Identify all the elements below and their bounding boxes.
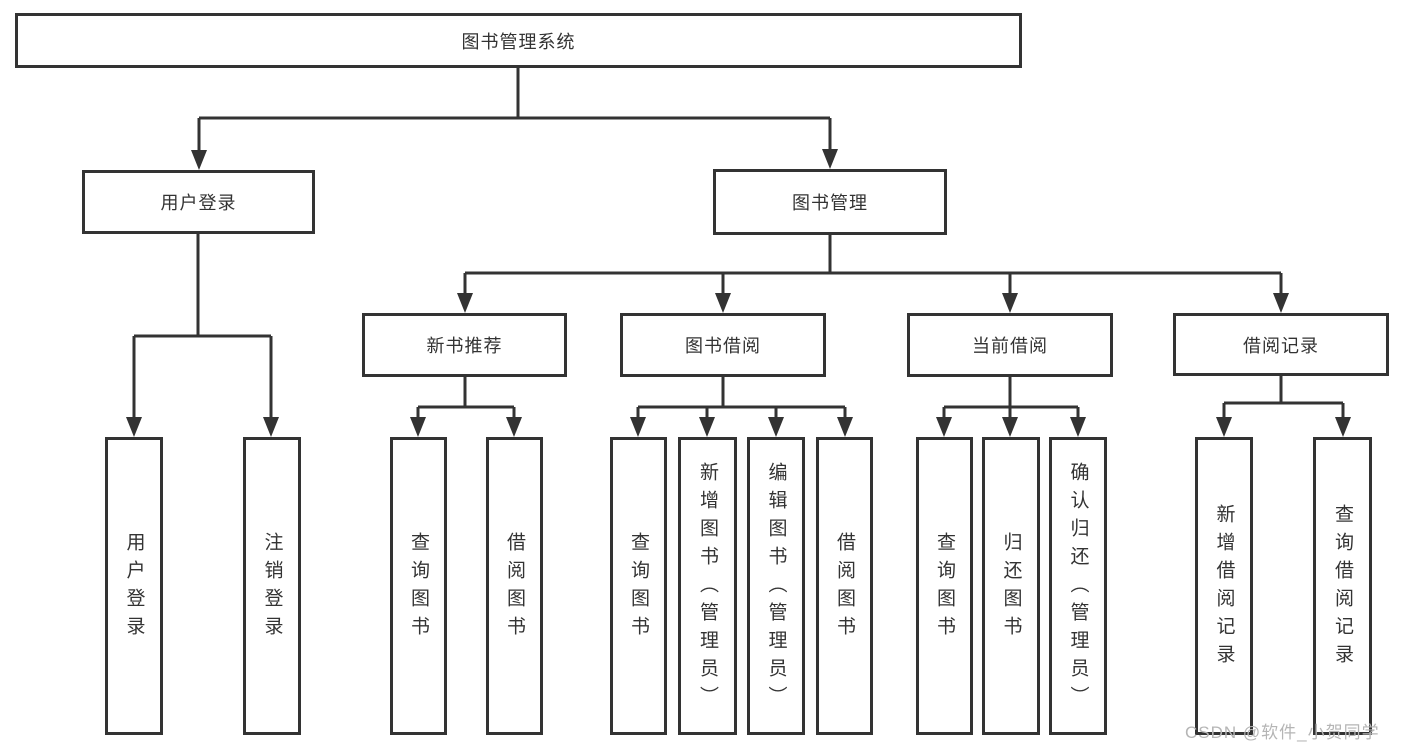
arrowhead-cb-return [1002,417,1018,437]
arrowhead-book-borrowing [715,293,731,313]
arrowhead-book-management [822,149,838,169]
node-book-management: 图书管理 [713,169,947,235]
leaf-cb-query-books: 查询图书 [916,437,973,735]
arrowhead-nbr-borrow [506,417,522,437]
leaf-user-login: 用户登录 [105,437,163,735]
node-new-book-recommend: 新书推荐 [362,313,567,377]
connector-book-management-children [463,235,1283,294]
arrowhead-leaf-user-login [126,417,142,437]
leaf-cb-return-books: 归还图书 [982,437,1040,735]
leaf-br-add-record: 新增借阅记录 [1195,437,1253,735]
arrowhead-br-add [1216,417,1232,437]
connector-book-borrowing-children [636,377,847,418]
connector-user-login-children [132,234,273,418]
leaf-cb-confirm-return-admin: 确认归还（管理员） [1049,437,1107,735]
arrowhead-cb-query [936,417,952,437]
node-current-borrowing: 当前借阅 [907,313,1113,377]
arrowhead-bb-query [630,417,646,437]
connector-root-to-level2 [197,68,832,151]
leaf-br-query-record: 查询借阅记录 [1313,437,1372,735]
node-root: 图书管理系统 [15,13,1022,68]
connector-borrow-records-children [1222,376,1345,418]
leaf-bb-add-books-admin: 新增图书（管理员） [678,437,737,735]
leaf-bb-edit-books-admin: 编辑图书（管理员） [747,437,805,735]
leaf-bb-borrow-books: 借阅图书 [816,437,873,735]
arrowhead-bb-borrow [837,417,853,437]
leaf-bb-query-books: 查询图书 [610,437,667,735]
arrowhead-new-book-recommend [457,293,473,313]
leaf-nbr-borrow-books: 借阅图书 [486,437,543,735]
arrowhead-current-borrowing [1002,293,1018,313]
arrowhead-borrow-records [1273,293,1289,313]
arrowhead-user-login [191,150,207,170]
arrowhead-bb-edit [768,417,784,437]
arrowhead-cb-confirm [1070,417,1086,437]
node-borrow-records: 借阅记录 [1173,313,1389,376]
leaf-nbr-query-books: 查询图书 [390,437,447,735]
connector-current-borrowing-children [942,377,1080,418]
arrowhead-nbr-query [410,417,426,437]
arrowhead-bb-add [699,417,715,437]
arrowhead-leaf-logout [263,417,279,437]
node-book-borrowing: 图书借阅 [620,313,826,377]
arrowhead-br-query [1335,417,1351,437]
csdn-watermark: CSDN @软件_小贺同学 [1185,723,1380,742]
connector-new-book-recommend-children [416,377,516,418]
node-user-login: 用户登录 [82,170,315,234]
leaf-logout: 注销登录 [243,437,301,735]
